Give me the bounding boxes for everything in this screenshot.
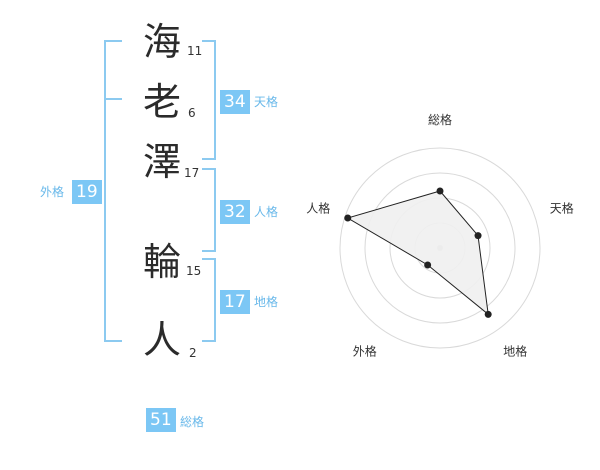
chikaku-label: 地格 xyxy=(254,295,279,309)
stroke-count-1: 11 xyxy=(187,44,203,58)
soukaku-value: 51 xyxy=(146,408,176,432)
stroke-count-2: 6 xyxy=(188,106,196,120)
name-char-4: 輪 xyxy=(142,240,181,284)
radar-axis-label-5: 人格 xyxy=(306,200,330,215)
name-char-5: 人 xyxy=(142,318,181,362)
tenkaku-label: 天格 xyxy=(254,95,279,109)
radar-axis-label-2: 天格 xyxy=(550,200,574,215)
radar-axis-label-1: 総格 xyxy=(428,112,452,127)
stroke-count-5: 2 xyxy=(189,346,197,360)
radar-polygon xyxy=(346,190,489,316)
gaikaku-label: 外格 xyxy=(40,185,65,199)
stroke-count-3: 17 xyxy=(184,166,200,180)
name-char-3: 澤 xyxy=(142,140,181,184)
jinkaku-bracket xyxy=(202,168,216,252)
radar-point-5 xyxy=(344,214,352,222)
chikaku-bracket xyxy=(202,258,216,342)
soukaku-label: 総格 xyxy=(180,415,205,429)
gaikaku-bracket xyxy=(104,40,122,342)
jinkaku-value: 32 xyxy=(220,200,250,224)
radar-axis-label-3: 地格 xyxy=(503,344,527,359)
stroke-count-4: 15 xyxy=(186,264,202,278)
radar-point-1 xyxy=(436,187,444,195)
radar-axis-label-4: 外格 xyxy=(353,344,377,359)
gaikaku-value: 19 xyxy=(72,180,102,204)
gaikaku-bracket-tick xyxy=(104,98,122,100)
radar-point-2 xyxy=(474,232,482,240)
jinkaku-label: 人格 xyxy=(254,205,279,219)
name-char-1: 海 xyxy=(142,20,181,64)
radar-grid-ring-4 xyxy=(339,147,541,349)
name-char-2: 老 xyxy=(142,80,181,124)
radar-point-4 xyxy=(424,261,432,269)
tenkaku-value: 34 xyxy=(220,90,250,114)
radar-grid-ring-3 xyxy=(364,172,516,324)
chikaku-value: 17 xyxy=(220,290,250,314)
radar-point-3 xyxy=(484,310,492,318)
tenkaku-bracket xyxy=(202,40,216,160)
radar-series xyxy=(344,187,492,318)
